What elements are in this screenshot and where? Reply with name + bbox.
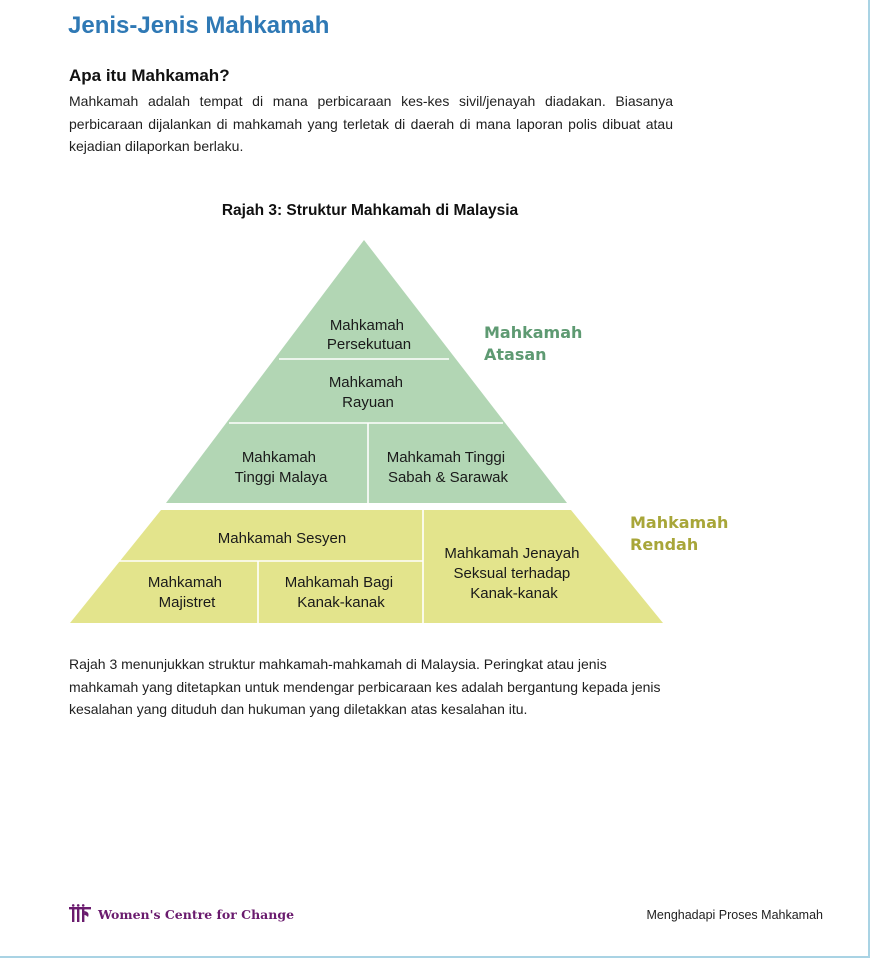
closing-paragraph: Rajah 3 menunjukkan struktur mahkamah-ma… [69,656,661,717]
page-title: Jenis-Jenis Mahkamah [68,12,330,39]
page-border-right [868,0,870,958]
figure-caption: Rajah 3: Struktur Mahkamah di Malaysia [221,202,519,219]
page-border-bottom [0,956,870,958]
wcc-logo-icon [69,904,91,922]
document-title: Menghadapi Proses Mahkamah [646,908,824,922]
intro-paragraph: Mahkamah adalah tempat di mana perbicara… [69,93,673,154]
court-juvenile: Mahkamah Bagi Kanak-kanak [285,574,398,611]
lower-courts-label: Mahkamah Rendah [630,513,729,554]
court-high-malaya: Mahkamah Tinggi Malaya [235,449,328,486]
court-appeal: Mahkamah Rayuan [329,374,407,411]
organisation-name: Women's Centre for Change [98,906,295,922]
court-sexual-crimes-children: Mahkamah Jenayah Seksual terhadap Kanak-… [444,545,583,602]
court-federal: Mahkamah Persekutuan [327,317,411,353]
court-magistrate: Mahkamah Majistret [148,574,226,611]
court-structure-pyramid: Mahkamah Persekutuan Mahkamah Rayuan Mah… [70,240,663,623]
upper-courts-region [166,240,567,503]
footer-organisation: Women's Centre for Change [68,904,294,924]
lower-courts-region [70,510,663,623]
section-heading: Apa itu Mahkamah? [69,66,230,85]
upper-courts-label: Mahkamah Atasan [484,323,583,364]
court-high-sabah-sarawak: Mahkamah Tinggi Sabah & Sarawak [387,449,510,486]
court-sessions: Mahkamah Sesyen [218,530,346,547]
